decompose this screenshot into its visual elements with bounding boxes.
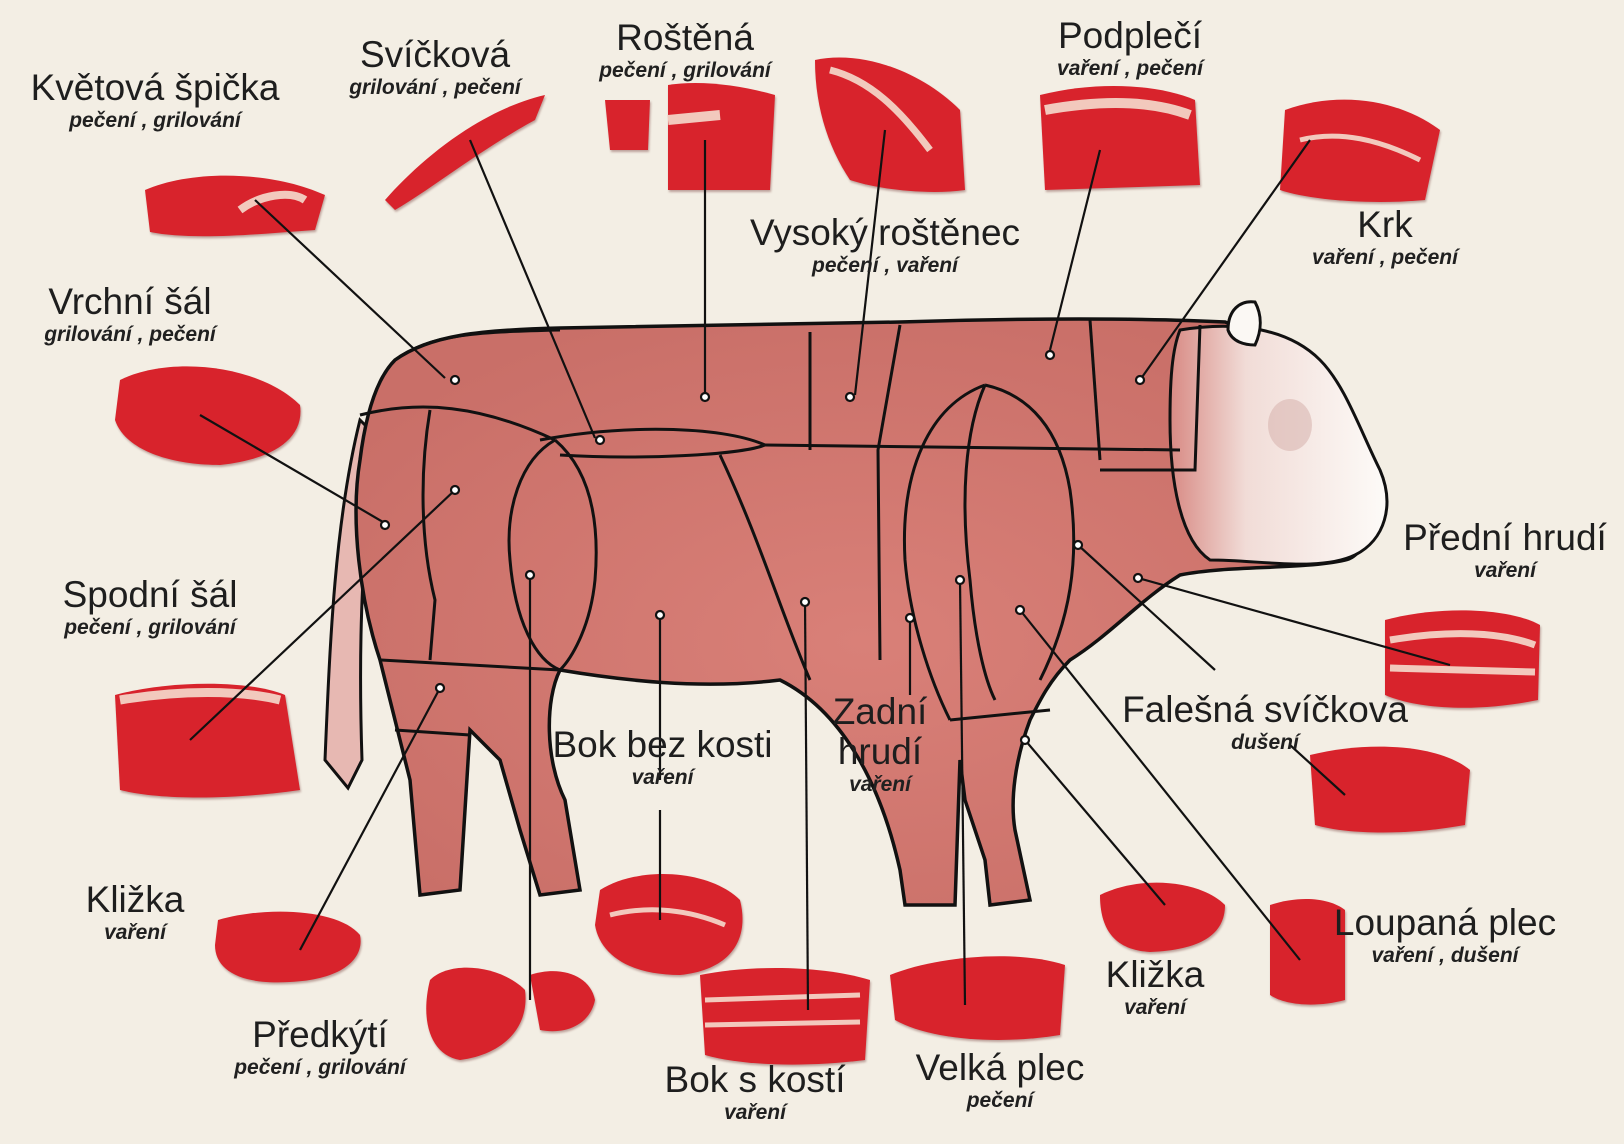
label-vysoky-rostenec: Vysoký roštěnec pečení , vaření <box>735 213 1035 279</box>
label-predkyti: Předkýtí pečení , grilování <box>210 1015 430 1081</box>
piece-falesna-svickova <box>1310 747 1470 833</box>
label-predni-hrudi: Přední hrudí vaření <box>1395 518 1615 584</box>
label-zadni-hrudi: Zadní hrudí vaření <box>800 692 960 798</box>
label-klizka-right: Kližka vaření <box>1080 955 1230 1021</box>
label-bok-bez-kosti: Bok bez kosti vaření <box>540 725 785 791</box>
cow-eye <box>1268 399 1312 451</box>
piece-rostena <box>605 100 650 150</box>
piece-bok-s-kosti <box>700 968 870 1065</box>
piece-klizka-left <box>215 912 361 983</box>
label-vrchni-sal: Vrchní šál grilování , pečení <box>10 282 250 348</box>
label-kvetova-spicka: Květová špička pečení , grilování <box>20 68 290 134</box>
piece-predkyti <box>426 968 525 1060</box>
piece-vysoky-rostenec <box>815 57 965 192</box>
label-svickova: Svíčková grilování , pečení <box>320 35 550 101</box>
piece-predkyti-2 <box>530 971 595 1031</box>
label-podpleci: Podplečí vaření , pečení <box>1020 16 1240 82</box>
label-loupana-plec: Loupaná plec vaření , dušení <box>1315 903 1575 969</box>
piece-kvetova-spicka <box>145 176 325 237</box>
label-klizka-left: Kližka vaření <box>60 880 210 946</box>
piece-krk <box>1280 100 1440 202</box>
piece-velka-plec <box>890 956 1065 1040</box>
piece-vrchni-sal <box>115 366 300 465</box>
piece-rostena-2 <box>668 83 775 190</box>
label-spodni-sal: Spodní šál pečení , grilování <box>30 575 270 641</box>
label-falesna-svickova: Falešná svíčkova dušení <box>1115 690 1415 756</box>
label-velka-plec: Velká plec pečení <box>895 1048 1105 1114</box>
piece-klizka-right <box>1100 883 1225 952</box>
piece-svickova <box>385 95 545 210</box>
label-bok-s-kosti: Bok s kostí vaření <box>640 1060 870 1126</box>
label-krk: Krk vaření , pečení <box>1285 205 1485 271</box>
label-rostena: Roštěná pečení , grilování <box>575 18 795 84</box>
cow-horn <box>1228 302 1260 345</box>
